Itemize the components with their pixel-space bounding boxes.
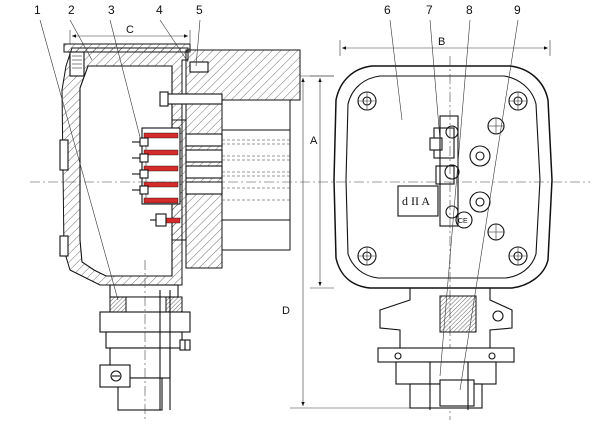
cable-gland-section	[99, 284, 191, 411]
cable-gland-front	[377, 288, 515, 410]
dimension-d-label: D	[282, 305, 290, 317]
callout-4: 4	[156, 3, 163, 17]
terminal-studs	[132, 132, 181, 227]
cert-mark	[455, 211, 473, 229]
front-view: B	[282, 3, 590, 420]
anchor-bolt	[163, 93, 223, 105]
wall-opening	[221, 99, 291, 251]
section-view: C 1 2 3 4 5	[30, 3, 301, 420]
through-bolts	[185, 133, 290, 201]
callout-1: 1	[34, 3, 41, 17]
svg-text:CE: CE	[458, 218, 468, 225]
corner-bolts	[357, 91, 528, 266]
flange-screw	[189, 61, 209, 73]
cover-lock	[429, 115, 460, 227]
callout-5: 5	[196, 3, 203, 17]
ex-marking-text: d II A	[402, 194, 430, 208]
callout-8: 8	[466, 3, 473, 17]
callout-leaders-right	[389, 19, 519, 391]
ex-marking-plate	[397, 185, 439, 217]
callout-6: 6	[384, 3, 391, 17]
callout-leaders-left	[39, 19, 201, 301]
dimension-c-label: C	[126, 24, 134, 36]
callout-7: 7	[426, 3, 433, 17]
cover-flange	[63, 43, 191, 53]
enclosure-front-outline	[333, 65, 553, 289]
dimension-a-label: A	[310, 135, 318, 147]
callout-3: 3	[108, 3, 115, 17]
callout-9: 9	[514, 3, 521, 17]
terminal-bolts-front	[469, 117, 505, 241]
dimension-b-label: B	[438, 36, 445, 48]
callout-2: 2	[68, 3, 75, 17]
